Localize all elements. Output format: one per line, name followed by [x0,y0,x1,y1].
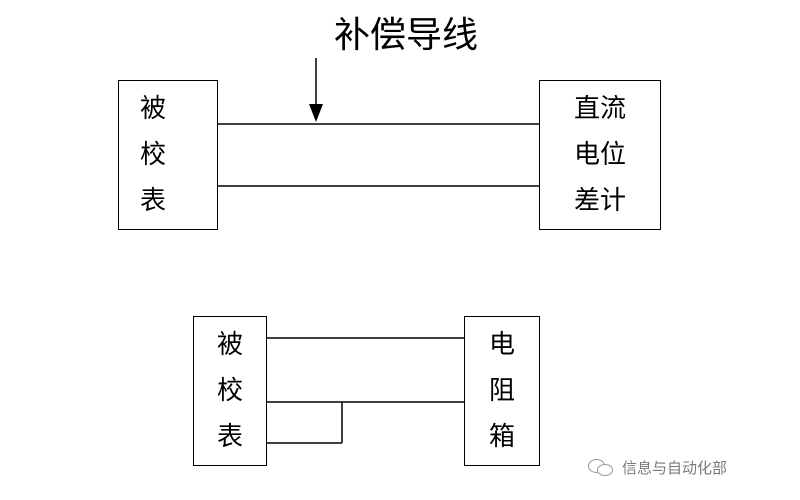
resistance-box [464,316,540,466]
resistance-box-label: 电 阻 箱 [464,332,540,450]
top-right-line-1: 直流 [573,94,626,124]
bottom-left-char-3: 表 [216,422,243,452]
watermark: 信息与自动化部 [588,458,727,478]
wechat-icon [588,458,616,478]
top-right-line-3: 差计 [573,186,626,216]
top-left-char-1: 被 [139,94,166,124]
bottom-right-char-3: 箱 [488,422,515,452]
compensation-wire-label: 补偿导线 [334,15,479,56]
bottom-calibrated-meter-label: 被 校 表 [193,332,267,450]
annotation-arrow-head [309,104,323,122]
bottom-calibrated-meter-box [193,316,267,466]
watermark-text: 信息与自动化部 [622,458,728,477]
bottom-right-char-2: 阻 [488,376,515,406]
top-left-char-3: 表 [139,186,166,216]
dc-potentiometer-label: 直流 电位 差计 [555,96,645,214]
bottom-left-char-2: 校 [216,376,243,406]
bottom-right-char-1: 电 [488,330,515,360]
top-calibrated-meter-box [118,80,218,230]
top-left-char-2: 校 [139,140,166,170]
dc-potentiometer-box [539,80,661,230]
top-right-line-2: 电位 [573,140,626,170]
bottom-left-char-1: 被 [216,330,243,360]
top-calibrated-meter-label: 被 校 表 [118,96,188,214]
